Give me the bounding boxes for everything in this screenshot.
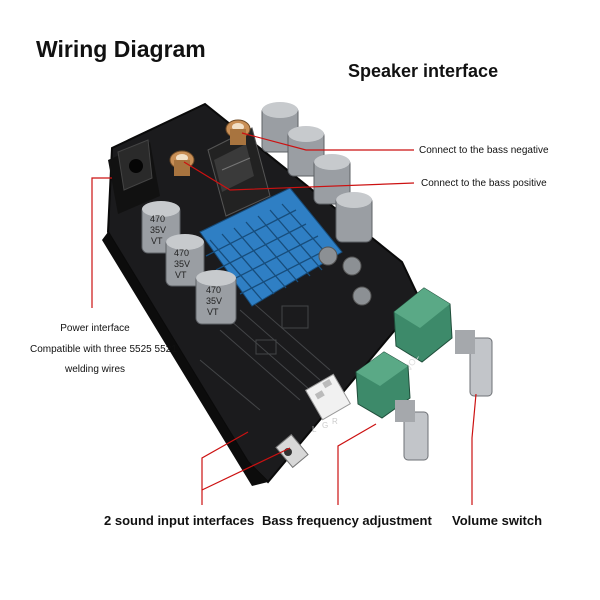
capacitor-label: 470 xyxy=(174,248,189,258)
capacitor-label: 35V xyxy=(174,259,190,269)
power-compatibility-label: Compatible with three 5525 5521 xyxy=(30,344,177,355)
leader-bass-negative xyxy=(241,132,414,151)
leader-sound-input-2 xyxy=(201,447,291,491)
capacitor-label: VT xyxy=(151,236,163,246)
capacitor-group xyxy=(141,102,373,325)
capacitor-label: VT xyxy=(207,307,219,317)
leader-power xyxy=(91,177,112,308)
pcb-silkscreen xyxy=(199,299,331,411)
connector-pin-label: L xyxy=(312,425,317,434)
capacitor xyxy=(335,192,373,243)
capacitor-label: VT xyxy=(175,270,187,280)
diagram-title: Wiring Diagram xyxy=(36,36,206,62)
bass-adjust-label: Bass frequency adjustment xyxy=(262,513,432,528)
bass-negative-label: Connect to the bass negative xyxy=(419,145,549,156)
leader-lines xyxy=(91,132,477,505)
power-wires-label: welding wires xyxy=(64,364,126,375)
sound-input-label: 2 sound input interfaces xyxy=(104,513,255,528)
leader-sound-input xyxy=(201,431,249,505)
bass-positive-label: Connect to the bass positive xyxy=(421,178,547,189)
speaker-interface-heading: Speaker interface xyxy=(348,61,499,81)
capacitor xyxy=(195,270,237,325)
capacitor xyxy=(313,154,351,205)
capacitor-label: 470 xyxy=(150,214,165,224)
pcb-edge xyxy=(102,232,268,486)
capacitor xyxy=(165,234,205,287)
leader-bass-adjust xyxy=(337,423,377,505)
power-jack xyxy=(108,139,160,214)
audio-input-connector xyxy=(304,373,352,421)
power-interface-label: Power interface xyxy=(60,323,130,334)
volume-potentiometer xyxy=(393,287,493,397)
bass-potentiometer xyxy=(355,351,429,461)
volume-switch-label: Volume switch xyxy=(452,513,543,528)
capacitor-label: 35V xyxy=(150,225,166,235)
small-capacitors xyxy=(318,246,372,306)
capacitor-label: 35V xyxy=(206,296,222,306)
leader-volume xyxy=(471,393,477,505)
aux-jack xyxy=(275,433,309,469)
capacitor-label: 470 xyxy=(206,285,221,295)
connector-pin-label: R xyxy=(332,417,338,426)
connector-pin-label: G xyxy=(322,421,328,430)
leader-bass-positive xyxy=(183,161,415,191)
